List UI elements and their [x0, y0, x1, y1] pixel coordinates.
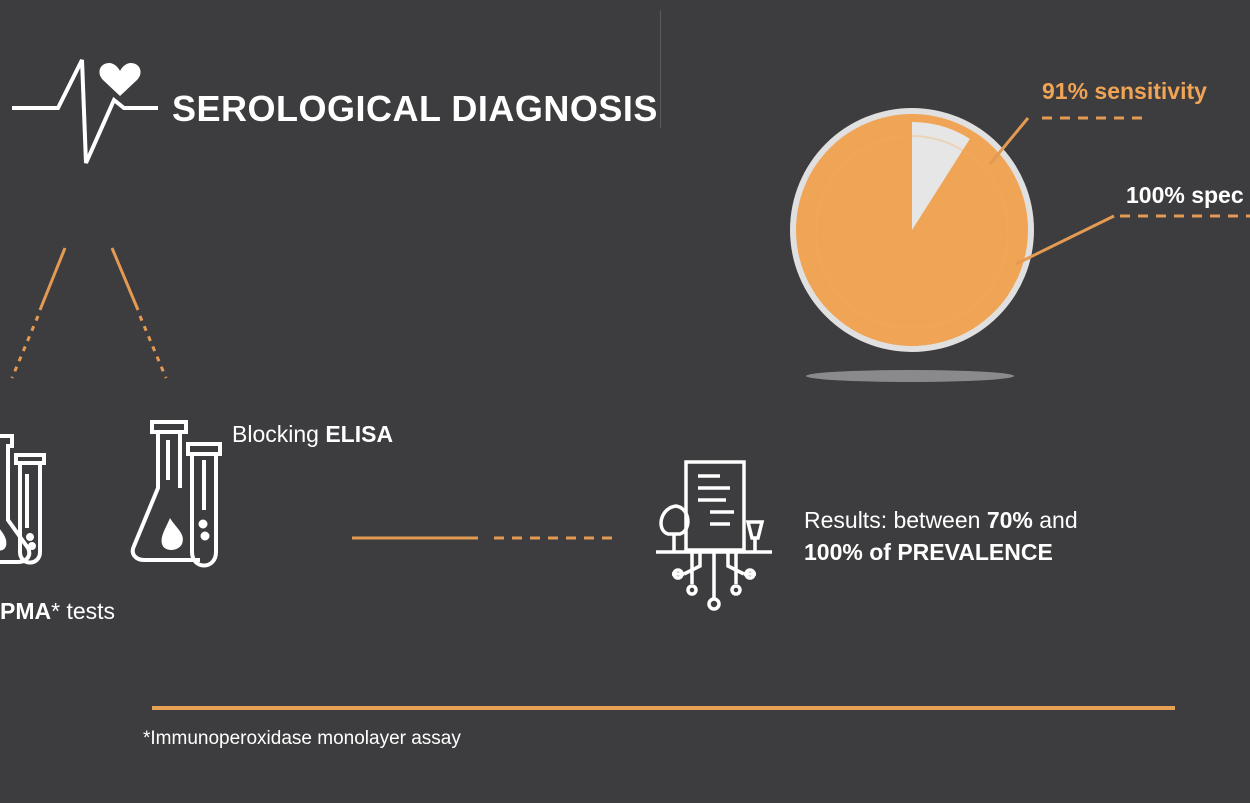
results-line2-bold-a: 100% of	[804, 539, 898, 565]
pie-chart	[790, 108, 1034, 382]
elisa-label: Blocking ELISA	[232, 421, 393, 448]
ipma-test-tubes-icon	[0, 434, 46, 565]
specificity-label: 100% spec	[1126, 182, 1244, 208]
bottom-rule	[152, 706, 1175, 710]
heartbeat-icon	[12, 59, 158, 164]
pie-leader-lines	[988, 116, 1250, 266]
ipma-label-rest: * tests	[51, 598, 116, 624]
elisa-label-prefix: Blocking	[232, 421, 326, 447]
results-line1-prefix: Results: between	[804, 507, 987, 533]
sensitivity-label: 91% sensitivity	[1042, 78, 1207, 104]
results-line2-bold-b: PREVALENCE	[897, 539, 1053, 565]
results-document-icon	[656, 460, 772, 611]
page-title: SEROLOGICAL DIAGNOSIS	[172, 88, 658, 129]
pie-remaining-slice	[912, 122, 970, 230]
ipma-label-bold: PMA	[0, 598, 52, 624]
footnote: *Immunoperoxidase monolayer assay	[143, 728, 461, 749]
results-line-1: Results: between 70% and	[804, 504, 1078, 536]
elisa-flask-icon	[130, 420, 222, 568]
ipma-tests-label: PMA* tests	[0, 598, 115, 625]
results-line-2: 100% of PREVALENCE	[804, 536, 1078, 568]
header-divider	[660, 10, 661, 128]
results-line1-bold: 70%	[986, 507, 1033, 533]
branch-lines	[10, 247, 168, 379]
pie-shadow	[806, 370, 1014, 382]
results-text: Results: between 70% and 100% of PREVALE…	[804, 504, 1078, 568]
elisa-label-bold: ELISA	[325, 421, 394, 447]
results-line1-suffix: and	[1032, 507, 1078, 533]
